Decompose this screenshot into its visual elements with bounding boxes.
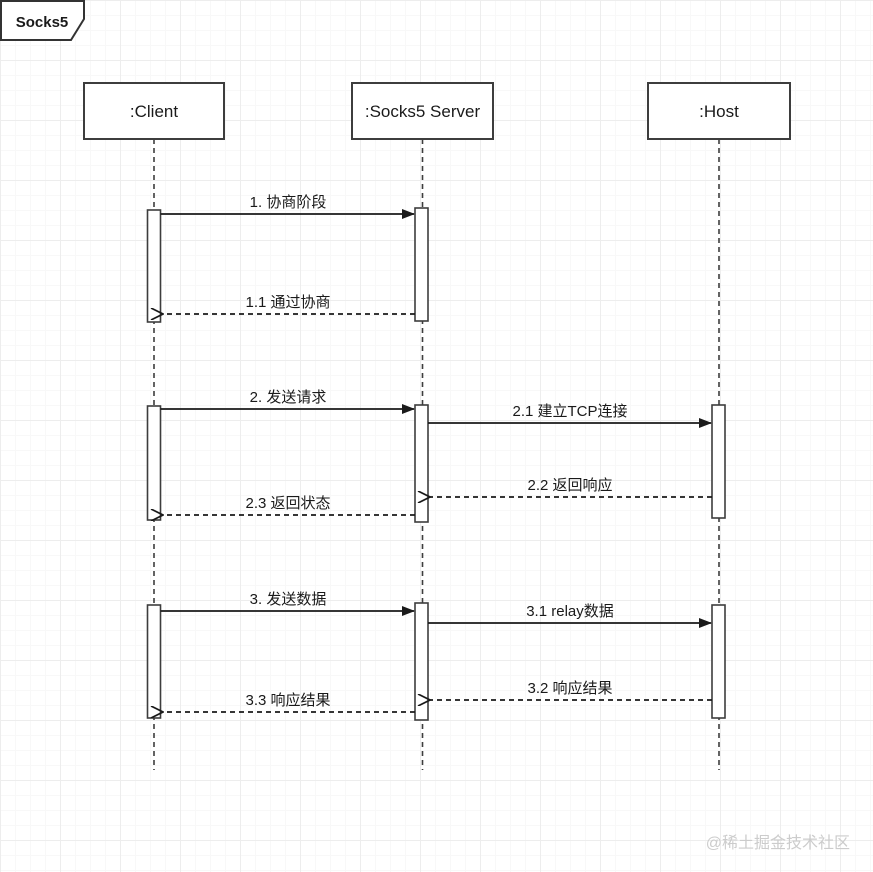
actor-box-host[interactable]: :Host bbox=[647, 82, 791, 140]
message-3-label: 3. 发送数据 bbox=[250, 591, 327, 608]
message-1-1-label: 1.1 通过协商 bbox=[245, 294, 330, 311]
activation-bar-client-1 bbox=[146, 209, 162, 323]
activation-bar-host-3 bbox=[711, 604, 726, 719]
diagram-title-tag: Socks5 bbox=[0, 0, 85, 41]
activation-bar-server-2 bbox=[414, 404, 429, 523]
diagram-title-tag-shape bbox=[0, 0, 85, 41]
message-2-label: 2. 发送请求 bbox=[250, 389, 327, 406]
activation-bar-client-2 bbox=[146, 405, 162, 521]
actor-box-socks5-server-rect bbox=[351, 82, 494, 140]
actor-box-host-rect bbox=[647, 82, 791, 140]
activation-bar-server-3 bbox=[414, 602, 429, 721]
message-3-1-label: 3.1 relay数据 bbox=[526, 603, 614, 620]
message-1-label: 1. 协商阶段 bbox=[250, 194, 327, 211]
actor-box-socks5-server[interactable]: :Socks5 Server bbox=[351, 82, 494, 140]
message-2-3-label: 2.3 返回状态 bbox=[245, 495, 330, 512]
actor-box-client[interactable]: :Client bbox=[83, 82, 225, 140]
activation-bar-client-3 bbox=[146, 604, 162, 719]
activation-bar-server-1 bbox=[414, 207, 429, 322]
message-3-3-label: 3.3 响应结果 bbox=[245, 691, 330, 709]
actor-box-client-rect bbox=[83, 82, 225, 140]
actor-label-client: :Client bbox=[130, 102, 178, 121]
message-2-1-label: 2.1 建立TCP连接 bbox=[512, 403, 627, 420]
watermark: @稀土掘金技术社区 bbox=[706, 834, 850, 852]
diagram-title: Socks5 bbox=[16, 14, 69, 31]
message-2-2-label: 2.2 返回响应 bbox=[527, 476, 612, 494]
actor-label-socks5-server: :Socks5 Server bbox=[365, 102, 481, 121]
message-3-2-label: 3.2 响应结果 bbox=[527, 679, 612, 697]
activation-bar-host-2 bbox=[711, 404, 726, 519]
actor-label-host: :Host bbox=[699, 102, 739, 121]
